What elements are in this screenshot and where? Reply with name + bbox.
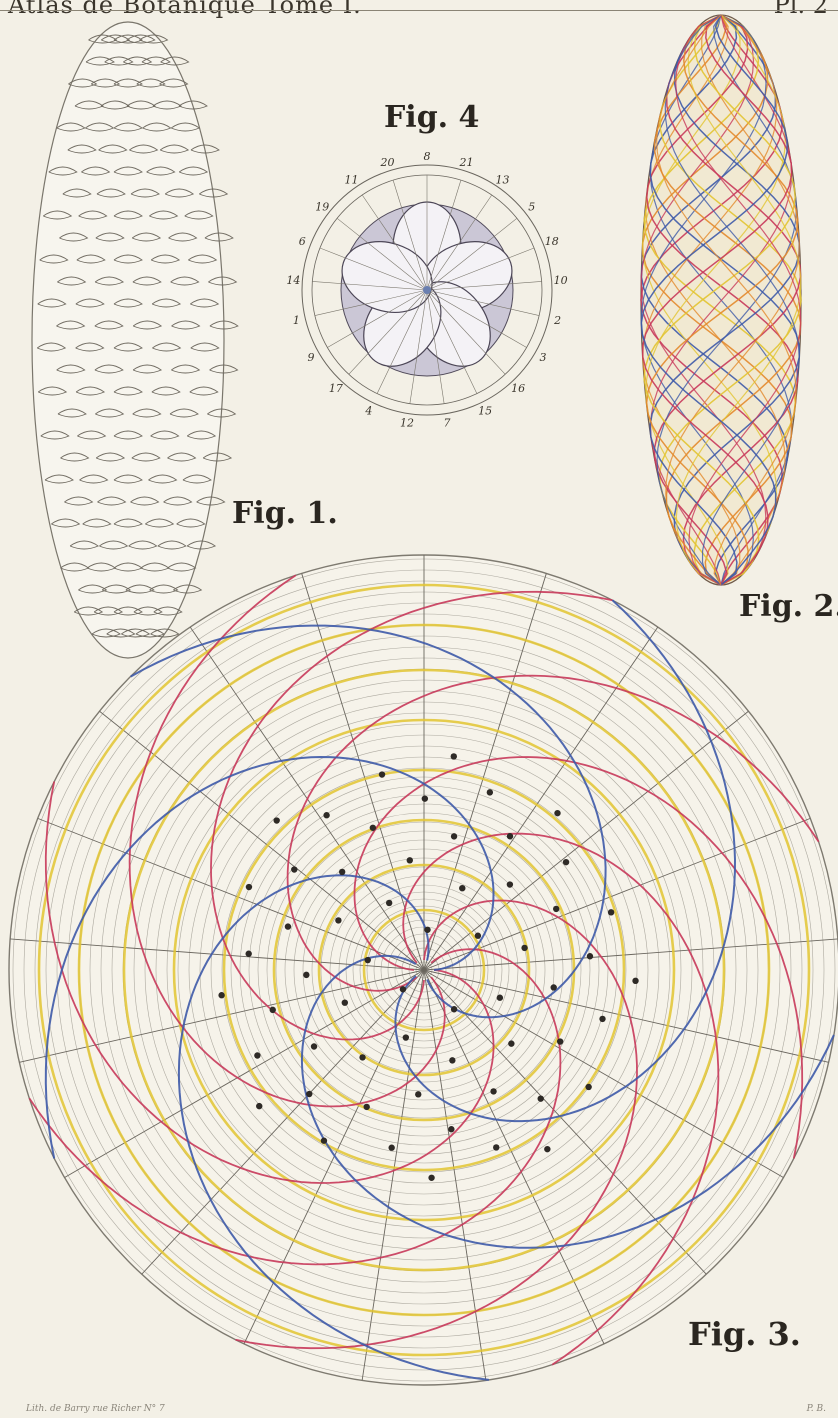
fig4-ray-number: 21 [458, 156, 473, 169]
fig4-ray-number: 2 [553, 314, 561, 327]
fig2-label: Fig. 2. [739, 589, 838, 624]
fig1-label: Fig. 1. [232, 496, 338, 531]
fig4-ray-number: 10 [554, 274, 568, 287]
fig3-label: Fig. 3. [688, 1315, 801, 1353]
fig4-ray-number: 14 [286, 274, 300, 287]
fig4-ray-number: 20 [380, 156, 395, 169]
fig4-ray-number: 18 [545, 235, 559, 248]
pine-cone-sketch-fig1 [32, 22, 238, 658]
fig4-ray-number: 5 [528, 200, 535, 213]
fig4-ray-number: 11 [345, 173, 359, 186]
colored-pine-cone-fig2 [641, 15, 801, 585]
fig4-ray-number: 16 [511, 382, 525, 395]
fig4-ray-number: 13 [495, 173, 509, 186]
spiral-phyllotaxis-diagram-fig3 [9, 555, 838, 1385]
fig4-ray-number: 15 [478, 405, 492, 418]
engraver-mark: P. B. [807, 1404, 826, 1414]
fig4-ray-number: 1 [293, 314, 300, 327]
fig4-ray-number: 9 [307, 351, 314, 364]
fig4-ray-number: 4 [364, 405, 372, 418]
lithographer-credit: Lith. de Barry rue Richer N° 7 [26, 1404, 165, 1414]
fig4-ray-number: 6 [299, 235, 306, 248]
fig4-ray-number: 3 [540, 351, 547, 364]
fig4-ray-number: 7 [443, 417, 450, 430]
fig4-ray-number: 17 [329, 382, 343, 395]
fig4-ray-number: 19 [315, 200, 329, 213]
fig4-ray-number: 8 [424, 150, 431, 163]
fig4-ray-number: 12 [400, 417, 414, 430]
rosette-diagram-fig4: 8 21 13 5 18 10 2 3 16 15 7 12 4 17 9 1 14 6 19 11 20 [286, 150, 567, 430]
fig4-label: Fig. 4 [384, 100, 479, 135]
